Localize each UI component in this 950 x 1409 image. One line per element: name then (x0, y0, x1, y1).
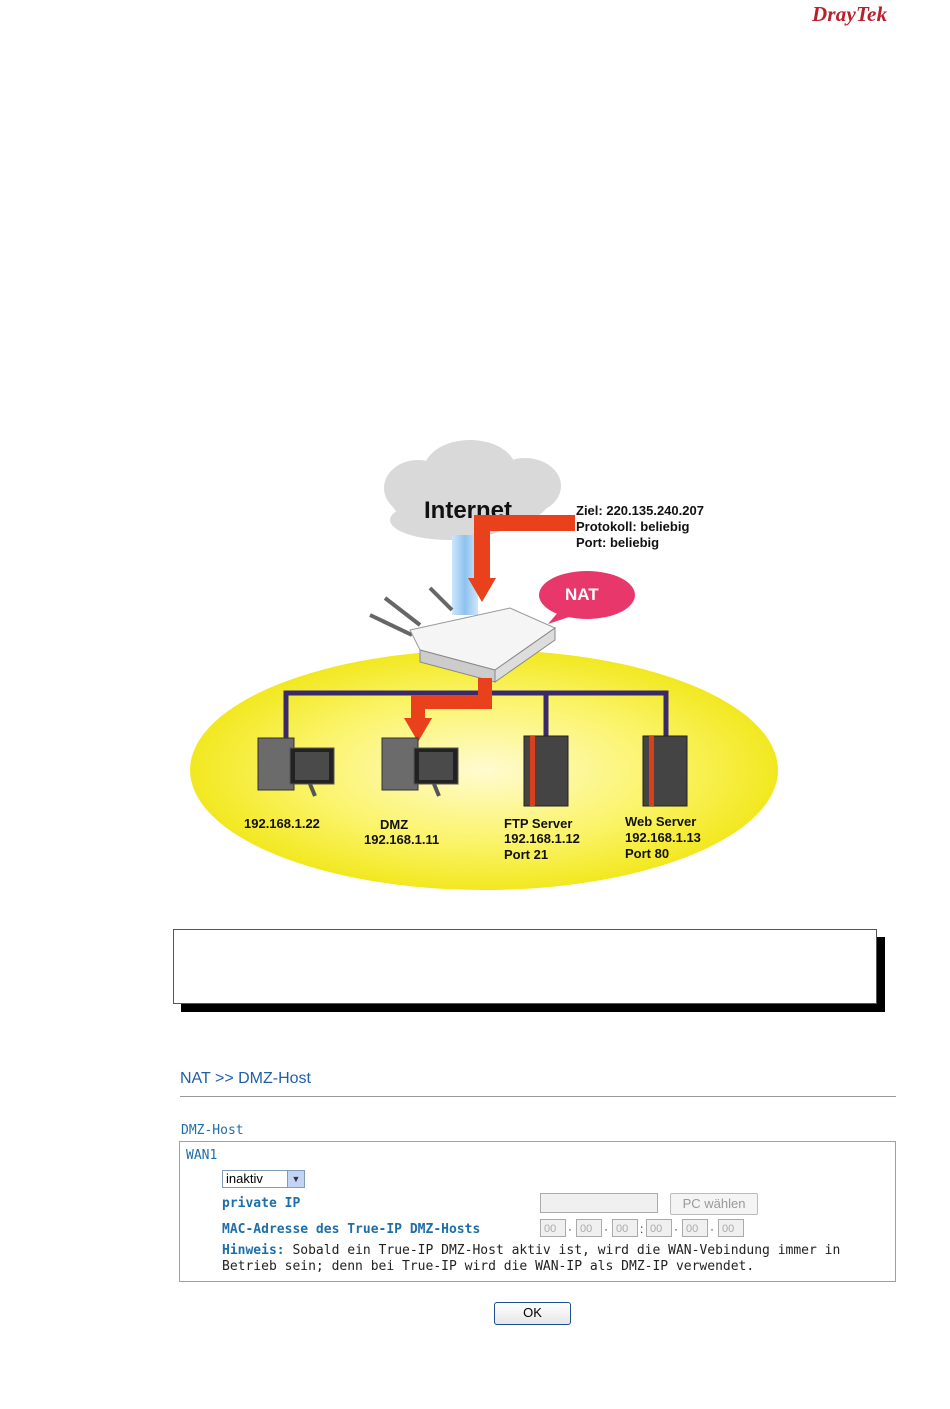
svg-text:Port 21: Port 21 (504, 847, 548, 862)
breadcrumb: NAT >> DMZ-Host (180, 1070, 311, 1087)
draytek-logo: DrayTek (812, 2, 888, 26)
pc-icon (257, 737, 335, 797)
mac-field-4[interactable]: 00 (646, 1219, 672, 1237)
hint-body: Sobald ein True-IP DMZ-Host aktiv ist, w… (222, 1243, 841, 1274)
mac-field-1[interactable]: 00 (540, 1219, 566, 1237)
mode-select[interactable]: inaktiv ▼ (222, 1170, 305, 1188)
mac-separator: · (604, 1222, 608, 1236)
svg-text:192.168.1.13: 192.168.1.13 (625, 830, 701, 845)
section-title: DMZ-Host (181, 1123, 244, 1138)
svg-text:NAT: NAT (565, 585, 599, 604)
mac-field-6[interactable]: 00 (718, 1219, 744, 1237)
private-ip-label: private IP (222, 1196, 301, 1211)
mac-separator: · (710, 1222, 714, 1236)
svg-text:Web Server: Web Server (625, 814, 696, 829)
chevron-down-icon[interactable]: ▼ (287, 1171, 304, 1187)
hint-text: Hinweis: Sobald ein True-IP DMZ-Host akt… (222, 1243, 887, 1275)
header-divider (180, 1096, 896, 1097)
mac-separator: · (568, 1222, 572, 1236)
svg-text:Protokoll: beliebig: Protokoll: beliebig (576, 519, 689, 534)
svg-text:Port: beliebig: Port: beliebig (576, 535, 659, 550)
mac-label: MAC-Adresse des True-IP DMZ-Hosts (222, 1222, 481, 1237)
dmz-network-diagram: Internet Ziel: 220.135.240.207 Protokoll… (180, 440, 790, 900)
svg-text:192.168.1.11: 192.168.1.11 (364, 832, 439, 847)
hint-label: Hinweis: (222, 1243, 285, 1258)
pc-select-button[interactable]: PC wählen (670, 1193, 758, 1215)
wan-label: WAN1 (186, 1148, 218, 1163)
svg-text:Ziel: 220.135.240.207: Ziel: 220.135.240.207 (576, 503, 704, 518)
ok-button[interactable]: OK (494, 1302, 571, 1325)
nat-bubble (539, 571, 635, 619)
mac-field-2[interactable]: 00 (576, 1219, 602, 1237)
svg-text:192.168.1.12: 192.168.1.12 (504, 831, 580, 846)
router-icon (369, 586, 557, 683)
mac-field-5[interactable]: 00 (682, 1219, 708, 1237)
lan-zone (190, 650, 778, 890)
svg-text:FTP Server: FTP Server (504, 816, 572, 831)
dmz-host-panel: WAN1 inaktiv ▼ private IP PC wählen MAC-… (179, 1141, 896, 1282)
ftp-server-icon (523, 735, 569, 807)
dmz-pc-icon (381, 737, 459, 797)
svg-text:Port 80: Port 80 (625, 846, 669, 861)
private-ip-input[interactable] (540, 1193, 658, 1213)
mac-field-3[interactable]: 00 (612, 1219, 638, 1237)
mac-separator: · (674, 1222, 678, 1236)
web-server-icon (642, 735, 688, 807)
note-box (173, 929, 877, 1004)
network-diagram-svg: Internet Ziel: 220.135.240.207 Protokoll… (190, 440, 778, 890)
mac-separator: : (640, 1222, 644, 1236)
svg-text:DMZ: DMZ (380, 817, 408, 832)
svg-text:192.168.1.22: 192.168.1.22 (244, 816, 320, 831)
mode-select-value: inaktiv (226, 1171, 263, 1186)
